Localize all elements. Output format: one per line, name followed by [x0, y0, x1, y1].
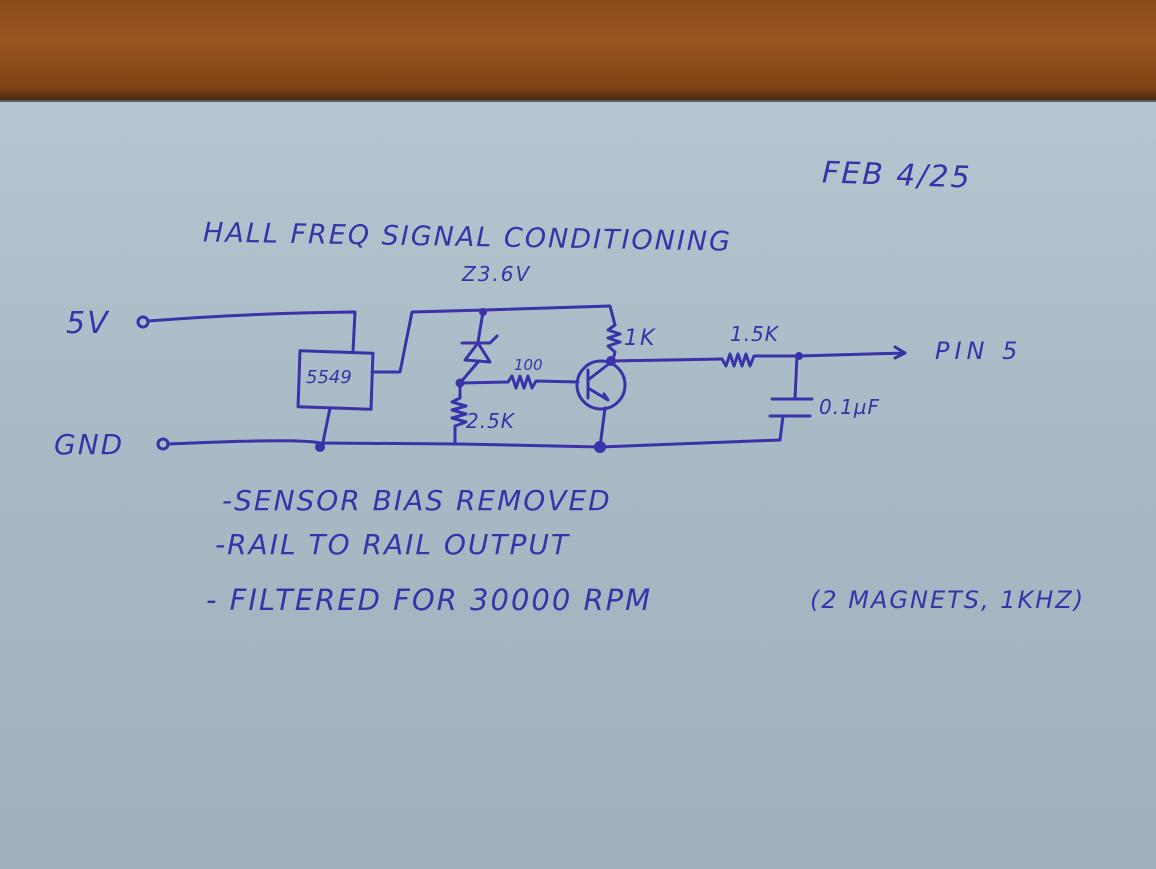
- capacitor-label: 0.1µF: [819, 395, 881, 419]
- note-item: (2 MAGNETS, 1KHZ): [810, 586, 1086, 614]
- collector-output-wire: [609, 357, 724, 363]
- resistor-100-icon: [506, 374, 580, 390]
- resistor-1k-icon: [606, 323, 622, 362]
- note-item: -RAIL TO RAIL OUTPUT: [215, 528, 570, 561]
- resistor-1-5k-icon: [720, 352, 800, 368]
- note-item: - FILTERED FOR 30000 RPM: [206, 583, 653, 617]
- zener-label: Z3.6V: [462, 262, 532, 286]
- date-label: FEB 4/25: [821, 155, 973, 196]
- paper-sheet: [0, 100, 1156, 869]
- sensor-ground-wire: [320, 406, 332, 449]
- hall-sensor-label: 5549: [306, 367, 352, 388]
- r-filter-label: 1.5K: [730, 322, 779, 346]
- supply-terminal-icon: [136, 315, 150, 329]
- ground-wire: [166, 438, 782, 449]
- wooden-desk-background: [0, 0, 1156, 104]
- transistor-leads: [586, 361, 612, 402]
- zener-wire: [476, 310, 485, 344]
- capacitor-icon: [768, 354, 814, 442]
- output-pin-label: PIN 5: [935, 337, 1023, 365]
- r-collector-label: 1K: [624, 326, 657, 351]
- hall-sensor-box: [296, 349, 375, 411]
- emitter-wire: [598, 406, 607, 449]
- junction-dot: [594, 441, 606, 453]
- zener-lower-wire: [458, 360, 480, 385]
- resistor-2-5k-icon: [450, 384, 468, 446]
- ground-terminal-label: GND: [54, 428, 125, 461]
- r-base-label: 100: [514, 356, 543, 374]
- junction-dot: [315, 442, 325, 452]
- sensor-output-wire: [370, 304, 617, 374]
- output-wire: [797, 345, 907, 360]
- supply-terminal-label: 5V: [66, 306, 110, 341]
- note-item: -SENSOR BIAS REMOVED: [222, 484, 612, 517]
- supply-wire: [146, 310, 357, 354]
- npn-transistor-icon: [575, 359, 627, 411]
- base-wire: [458, 380, 510, 385]
- r-bias-label: 2.5K: [466, 409, 515, 433]
